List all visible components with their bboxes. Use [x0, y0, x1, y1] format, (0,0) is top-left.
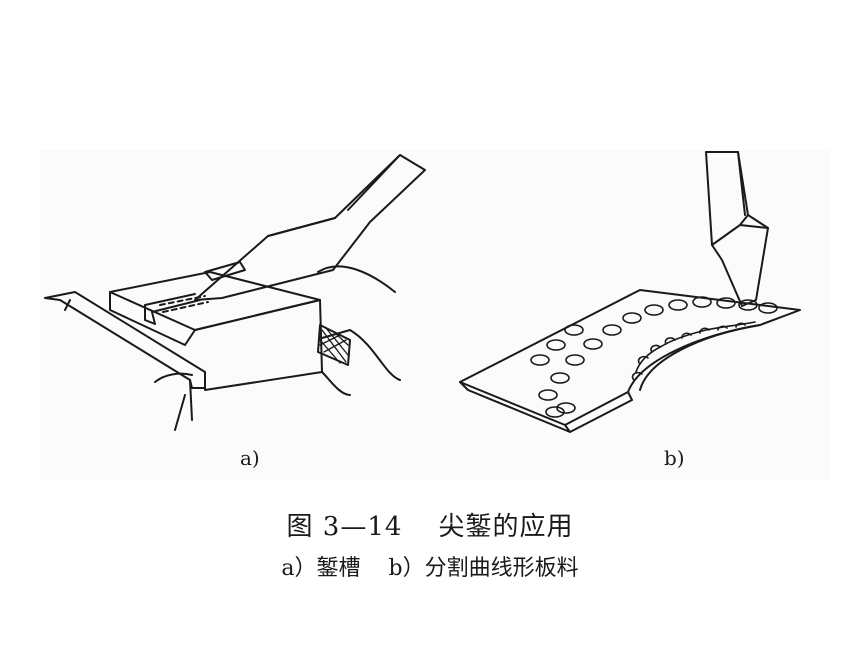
- subfigure-label-a: a): [240, 446, 260, 470]
- workpiece-front: [194, 299, 323, 391]
- figure-subcaption: a）錾槽 b）分割曲线形板料: [0, 550, 860, 582]
- cut-holes: [530, 296, 778, 418]
- subcaption-b: b）分割曲线形板料: [388, 556, 579, 581]
- figure-background: [40, 150, 830, 480]
- subfigure-b-illustration: [459, 151, 801, 433]
- hand: [317, 265, 401, 396]
- groove: [144, 293, 201, 325]
- vise-jaw: [44, 291, 206, 389]
- figure-caption: 图 3—14 尖錾的应用: [0, 506, 860, 543]
- subfigure-a-illustration: [44, 154, 426, 431]
- subfigure-label-b: b): [664, 446, 685, 470]
- cape-chisel: [194, 154, 426, 301]
- figure-number: 图 3—14: [286, 512, 403, 542]
- figure-title: 尖錾的应用: [438, 512, 574, 542]
- subcaption-a: a）錾槽: [281, 556, 361, 581]
- cape-chisel-b: [705, 151, 769, 307]
